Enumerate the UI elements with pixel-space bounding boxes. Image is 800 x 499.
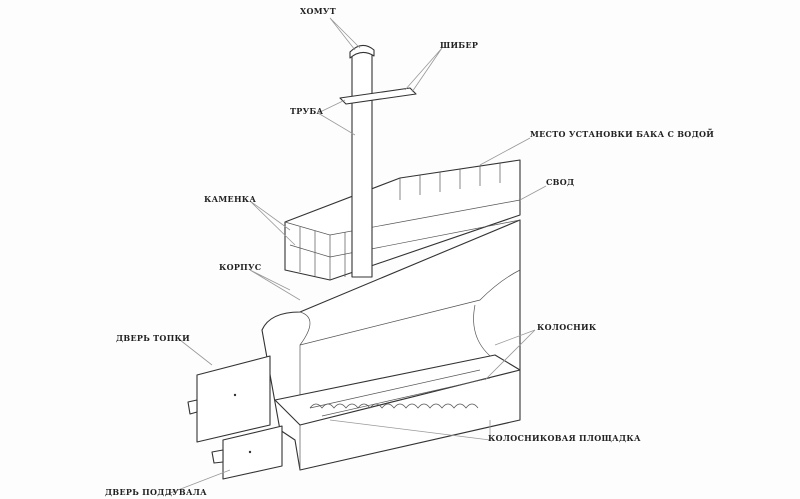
label-heater: КАМЕНКА xyxy=(204,194,257,204)
firebox-door-knob xyxy=(233,393,237,397)
grate-platform xyxy=(274,354,521,426)
label-firebox-door: ДВЕРЬ ТОПКИ xyxy=(116,333,190,343)
label-vault: СВОД xyxy=(546,177,575,187)
ash-door-knob xyxy=(248,450,252,454)
label-grate-platform: КОЛОСНИКОВАЯ ПЛОЩАДКА xyxy=(488,433,641,443)
grate-bars xyxy=(309,369,491,417)
label-grate: КОЛОСНИК xyxy=(537,322,597,332)
chimney-pipe xyxy=(351,51,373,278)
label-body: КОРПУС xyxy=(219,262,262,272)
label-ash-door: ДВЕРЬ ПОДДУВАЛА xyxy=(105,487,207,497)
firebox-door xyxy=(196,355,271,443)
label-tank-place: МЕСТО УСТАНОВКИ БАКА С ВОДОЙ xyxy=(530,129,715,139)
ash-door-handle xyxy=(211,449,224,464)
damper-plate xyxy=(339,87,417,105)
firebox-door-handle xyxy=(187,399,198,415)
label-pipe: ТРУБА xyxy=(290,106,324,116)
leader-lines xyxy=(164,17,547,496)
label-clamp: ХОМУТ xyxy=(300,6,336,16)
ash-door xyxy=(222,425,283,480)
label-damper: ШИБЕР xyxy=(440,40,479,50)
